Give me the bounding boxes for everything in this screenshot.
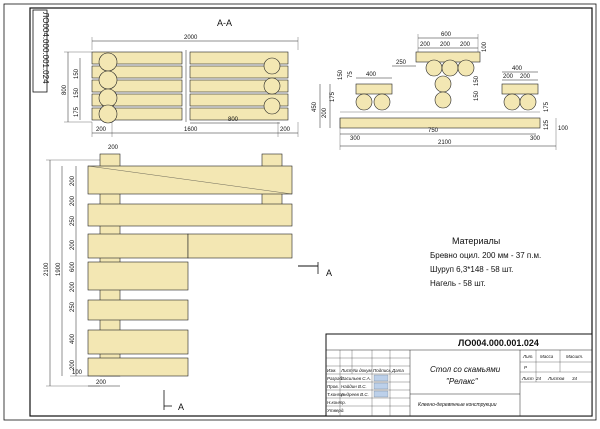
dim-side-right-side: 100 — [482, 41, 488, 52]
tb-role-4: Н.контр. — [327, 400, 346, 405]
dim-side-left-2: 200 — [322, 107, 328, 118]
dim-plan-total-h: 2100 — [44, 262, 50, 276]
dim-side-left-bench: 400 — [366, 72, 377, 78]
tb-name-line2: "Релакс" — [446, 377, 479, 386]
tb-stage-header: Лит. — [522, 354, 534, 359]
tb-sheet-label: Лист — [521, 376, 534, 381]
tb-name-3: Андреев В.С. — [340, 392, 369, 397]
dim-side-left-3: 175 — [330, 91, 336, 102]
dim-plan-l8: 400 — [70, 333, 76, 344]
tb-mass-header: Масса — [540, 354, 554, 359]
dim-top-bottom-span: 1600 — [184, 127, 198, 133]
dim-top-left-2: 150 — [74, 87, 80, 98]
dim-side-top-3: 200 — [460, 42, 471, 48]
cut-label-bottom: А — [178, 402, 184, 412]
dim-plan-l6: 200 — [70, 281, 76, 292]
dim-top-height: 800 — [62, 84, 68, 95]
dim-side-step: 250 — [396, 60, 407, 66]
dim-side-left-1: 450 — [312, 101, 318, 112]
dim-plan-l5: 600 — [70, 261, 76, 272]
stamp-box — [32, 9, 48, 93]
dim-plan-bottom-left: 100 — [72, 370, 83, 376]
stamp-code: ЛО004.000.001.024 — [41, 12, 50, 84]
dim-side-right-1: 175 — [544, 101, 550, 112]
cut-label-right: А — [326, 268, 332, 278]
material-item-3: Нагель - 58 шт. — [430, 279, 486, 288]
tb-role-1: Разраб. — [327, 376, 343, 381]
tb-scale-header: Масшт. — [566, 354, 583, 359]
tb-subtitle: Клеено-деревянные конструкции — [418, 402, 497, 408]
tb-col-izm: Изм. — [327, 368, 337, 373]
dim-top-right-end: 200 — [280, 127, 291, 133]
tb-col-sign: Подпись — [373, 368, 391, 373]
dim-top-bottom-left: 200 — [96, 127, 107, 133]
tb-name-1: Васильев С.А. — [341, 376, 371, 381]
dim-side-top-total: 600 — [441, 32, 452, 38]
tb-role-2: Пров. — [327, 384, 339, 389]
dim-side-left-4: 150 — [338, 69, 344, 80]
tb-col-date: Дата — [391, 368, 404, 373]
dim-plan-l2: 200 — [70, 195, 76, 206]
tb-stage: Р — [524, 365, 527, 370]
section-label: А-А — [217, 18, 232, 28]
tb-name-line1: Стол со скамьями — [430, 365, 501, 374]
inner-frame — [29, 7, 593, 417]
dim-top-left-3: 150 — [74, 68, 80, 79]
dim-plan-top-w: 200 — [108, 145, 119, 151]
tb-col-list: Лист — [340, 368, 353, 373]
top-view: 2000 800 175 150 150 800 — [62, 35, 299, 137]
dim-side-right-part-2: 200 — [520, 74, 531, 80]
materials-title: Материалы — [452, 236, 500, 246]
tb-name-2: Найдин В.С. — [341, 383, 367, 389]
dim-side-bottom-mid: 750 — [428, 128, 439, 134]
material-item-1: Бревно оцил. 200 мм - 37 п.м. — [430, 251, 541, 260]
dim-side-center-1: 150 — [474, 75, 480, 86]
dim-side-right-part-1: 200 — [503, 74, 514, 80]
dim-plan-l3: 250 — [70, 215, 76, 226]
dim-side-bottom-right: 300 — [530, 136, 541, 142]
dim-plan-l1: 200 — [70, 175, 76, 186]
dim-top-left-1: 175 — [74, 106, 80, 117]
materials-block: Материалы Бревно оцил. 200 мм - 37 п.м. … — [430, 236, 541, 288]
outer-border — [3, 3, 597, 421]
dim-side-center-2: 150 — [474, 90, 480, 101]
dim-plan-inner-h: 1900 — [56, 262, 62, 276]
tb-col-doc: № докум. — [353, 368, 373, 373]
dim-plan-l7: 250 — [70, 301, 76, 312]
dim-side-right-bench: 400 — [512, 66, 523, 72]
material-item-2: Шуруп 6,3*148 - 58 шт. — [430, 265, 513, 274]
title-code: ЛО004.000.001.024 — [458, 338, 539, 348]
dim-side-top-1: 200 — [420, 42, 431, 48]
dim-side-bottom-right-side: 100 — [558, 126, 569, 132]
dim-side-right-2: 125 — [544, 119, 550, 130]
dim-side-top-2: 200 — [440, 42, 451, 48]
side-view: 600 200 200 200 100 150 150 250 400 75 4… — [312, 32, 569, 150]
tb-role-3: Т.контр. — [327, 392, 345, 397]
dim-side-bottom-total: 2100 — [438, 140, 452, 146]
tb-sheets-label: Листов — [547, 376, 565, 381]
title-block: ЛО004.000.001.024 Изм. Лист № докум. Под… — [325, 333, 593, 417]
tb-sheets-total: 34 — [572, 376, 578, 381]
tb-sheet-no: 24 — [535, 376, 542, 381]
tb-role-5: Утверд. — [327, 408, 345, 413]
dim-top-total: 2000 — [184, 35, 198, 41]
dim-side-bottom-left: 300 — [350, 136, 361, 142]
dim-side-left-top: 75 — [348, 71, 354, 78]
dim-plan-bottom-w: 200 — [96, 380, 107, 386]
dim-plan-l4: 200 — [70, 239, 76, 250]
dim-plan-l9: 200 — [70, 359, 76, 370]
plan-view: 200 2100 1900 200 200 250 200 600 200 25… — [44, 145, 332, 412]
dim-top-inner: 800 — [228, 117, 239, 123]
